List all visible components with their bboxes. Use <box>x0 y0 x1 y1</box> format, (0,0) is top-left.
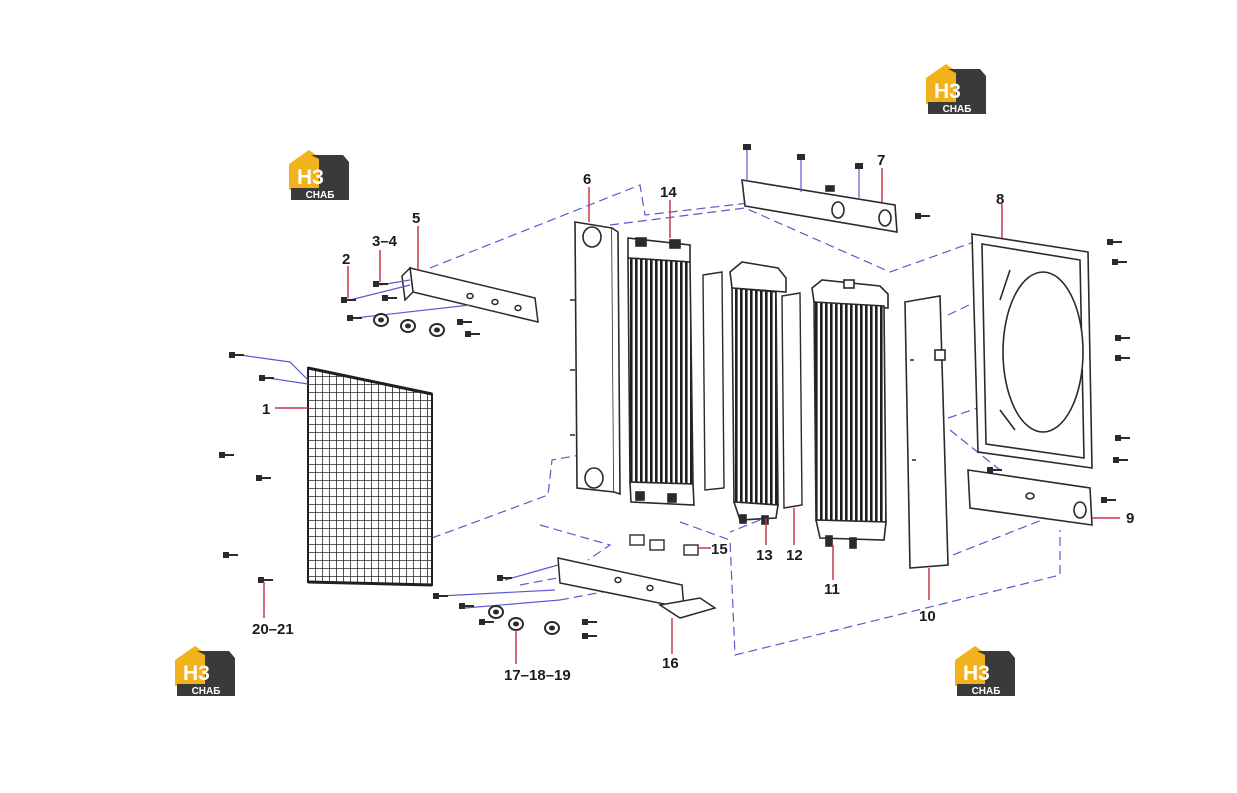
brand-logo-bottom-left: H3 СНАБ <box>175 646 235 697</box>
callout-14: 14 <box>660 184 677 201</box>
callout-8: 8 <box>996 191 1004 208</box>
rubber-mount-icon <box>488 605 504 619</box>
seal-strip <box>702 271 803 509</box>
part-10-side-panel <box>904 295 949 569</box>
bolt-icon <box>582 619 597 625</box>
callout-16: 16 <box>662 655 679 672</box>
bolt-icon <box>433 593 448 599</box>
part-7-top-bar <box>741 179 898 233</box>
logo-letters: H3 <box>297 166 324 189</box>
bolt-icon <box>582 633 597 639</box>
lower-fasteners <box>439 564 561 609</box>
top-bolts <box>746 150 860 198</box>
callout-20-21: 20–21 <box>252 621 294 638</box>
rubber-mount-icon <box>508 617 524 631</box>
bolt-icon <box>347 315 362 321</box>
part-5-upper-bracket <box>401 266 539 323</box>
bolt-icon <box>1112 259 1127 265</box>
callout-3-4: 3–4 <box>372 233 398 250</box>
bolt-icon <box>1115 435 1130 441</box>
callout-17-18-19: 17–18–19 <box>504 667 571 684</box>
bolt-icon <box>1107 239 1122 245</box>
bolt-icon <box>1113 457 1128 463</box>
bolt-icon <box>258 577 273 583</box>
bolt-icon <box>1115 335 1130 341</box>
part-14-radiator-core <box>627 237 695 506</box>
bolt-icon <box>1115 355 1130 361</box>
rubber-mount-icon <box>544 621 560 635</box>
bolt-icon <box>223 552 238 558</box>
logo-letters: H3 <box>934 80 961 103</box>
callout-15: 15 <box>711 541 728 558</box>
logo-letters: H3 <box>183 662 210 685</box>
bolt-icon <box>219 452 234 458</box>
callout-5: 5 <box>412 210 420 227</box>
callout-6: 6 <box>583 171 591 188</box>
bolt-icon <box>743 144 751 150</box>
bolt-icon <box>256 475 271 481</box>
bolt-icon <box>915 213 930 219</box>
rubber-mount-icon <box>429 323 445 337</box>
bolt-icon <box>457 319 472 325</box>
leader-lines <box>263 168 1120 664</box>
bolt-icon <box>465 331 480 337</box>
brand-logo-top-right: H3 СНАБ <box>926 64 986 115</box>
logo-letters: H3 <box>963 662 990 685</box>
brand-logo-bottom-right: H3 СНАБ <box>955 646 1015 697</box>
grille-bolts <box>239 354 309 385</box>
part-16-lower-bracket <box>557 557 717 619</box>
part-6-side-frame <box>570 221 621 496</box>
bolt-icon <box>229 352 244 358</box>
logo-text: СНАБ <box>192 686 221 697</box>
bolt-icon <box>797 154 805 160</box>
part-15-pads <box>629 534 699 556</box>
rubber-mount-icon <box>400 319 416 333</box>
logo-text: СНАБ <box>306 190 335 201</box>
bolt-icon <box>259 375 274 381</box>
callout-2: 2 <box>342 251 350 268</box>
part-13-oil-cooler <box>729 261 787 525</box>
callout-9: 9 <box>1126 510 1134 527</box>
callout-13: 13 <box>756 547 773 564</box>
part-1-grille <box>307 366 433 587</box>
part-9-bottom-plate <box>967 469 1093 526</box>
callout-1: 1 <box>262 401 270 418</box>
bolt-icon <box>987 467 1002 473</box>
bolt-icon <box>479 619 494 625</box>
bolt-icon <box>497 575 512 581</box>
logo-text: СНАБ <box>943 104 972 115</box>
bolt-icon <box>382 295 397 301</box>
part-8-fan-shroud <box>971 233 1093 469</box>
brand-logo-top-left: H3 СНАБ <box>289 150 349 201</box>
part-11-intercooler <box>811 279 889 549</box>
callout-11: 11 <box>824 581 840 598</box>
logo-text: СНАБ <box>972 686 1001 697</box>
callout-12: 12 <box>786 547 803 564</box>
bolt-icon <box>855 163 863 169</box>
bolt-icon <box>1101 497 1116 503</box>
rubber-mount-icon <box>373 313 389 327</box>
callout-10: 10 <box>919 608 936 625</box>
callout-7: 7 <box>877 152 885 169</box>
